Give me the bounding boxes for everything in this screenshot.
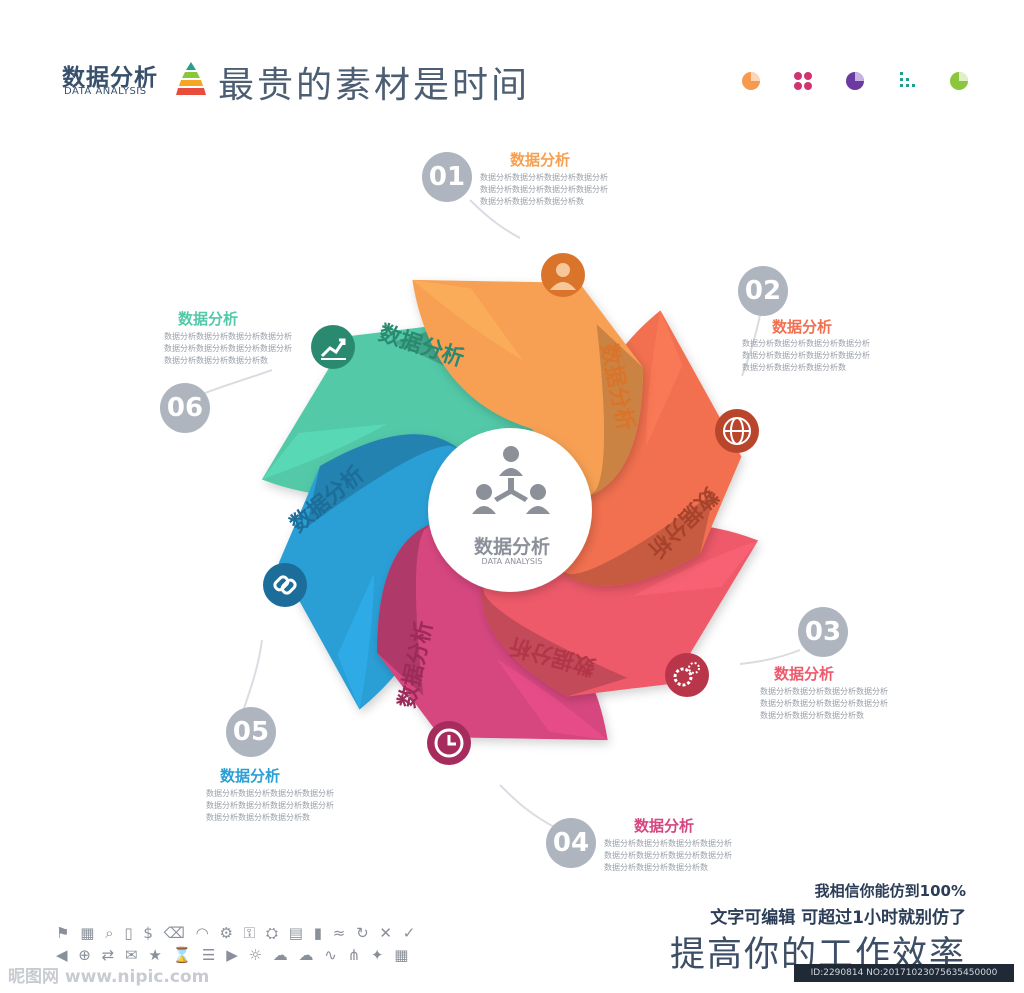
blade-fold-03 (481, 585, 628, 697)
blade-fold-02 (561, 492, 715, 586)
team-icon (472, 446, 550, 514)
watermark-left: 昵图网 www.nipic.com (8, 967, 210, 987)
blade-highlight-04 (496, 659, 608, 741)
pyramid-icon (176, 62, 206, 95)
decorative-icon-row-1: ⚑ ▦ ⌕ ▯ $ ⌫ ◠ ⚙ ⚿ ⛭ ▤ ▮ ≈ ↻ ✕ ✓ (56, 924, 419, 942)
step-text-04: 数据分析数据分析数据分析数据分析数据分析数据分析数据分析数据分析数据分析数据分析… (604, 839, 732, 872)
blade-fold-01 (588, 324, 643, 497)
globe-icon (715, 409, 759, 453)
blade-fold-04 (377, 523, 432, 696)
step-text-01: 数据分析数据分析数据分析数据分析数据分析数据分析数据分析数据分析数据分析数据分析… (480, 173, 608, 206)
step-number-03: 03 (798, 607, 848, 657)
step-title-01: 数据分析 (510, 151, 571, 169)
step-text-03: 数据分析数据分析数据分析数据分析数据分析数据分析数据分析数据分析数据分析数据分析… (760, 687, 888, 720)
step-number-01: 01 (422, 152, 472, 202)
headline: 最贵的素材是时间 (218, 65, 531, 106)
dots-magenta-icon (794, 72, 812, 90)
step-title-06: 数据分析 (178, 310, 239, 328)
blade-fold-05 (305, 434, 459, 528)
blade-highlight-06 (261, 423, 388, 480)
watermark-right: ID:2290814 NO:20171023075635450000 (794, 964, 1014, 982)
brand-title: 数据分析 (62, 65, 158, 91)
center-title: 数据分析 (473, 536, 550, 558)
center-hub (428, 428, 592, 592)
pie-orange-icon (742, 72, 760, 90)
blade-fold-06 (392, 323, 539, 435)
gears-icon (665, 653, 709, 697)
brand-subtitle: DATA ANALYSIS (64, 86, 147, 97)
clock-icon (427, 721, 471, 765)
blade-highlight-05 (337, 573, 375, 710)
chart-type-icons (742, 72, 968, 90)
footer-line-2: 文字可编辑 可超过1小时就别仿了 (710, 908, 966, 928)
step-number-02: 02 (738, 266, 788, 316)
blade-04 (377, 523, 608, 741)
step-text-02: 数据分析数据分析数据分析数据分析数据分析数据分析数据分析数据分析数据分析数据分析… (742, 339, 870, 372)
step-number-06: 06 (160, 383, 210, 433)
chart-icon (311, 325, 355, 369)
step-title-03: 数据分析 (774, 665, 835, 683)
step-text-06: 数据分析数据分析数据分析数据分析数据分析数据分析数据分析数据分析数据分析数据分析… (164, 332, 292, 365)
step-title-05: 数据分析 (220, 767, 281, 785)
step-title-04: 数据分析 (634, 817, 695, 835)
blade-highlight-02 (645, 310, 683, 447)
step-number-05: 05 (226, 707, 276, 757)
blade-01 (412, 279, 643, 497)
pie-violet-icon (846, 72, 864, 90)
center-subtitle: DATA ANALYSIS (481, 557, 543, 566)
blade-highlight-01 (412, 279, 524, 361)
user-icon (541, 253, 585, 297)
step-number-04: 04 (546, 818, 596, 868)
pie-green-icon (950, 72, 968, 90)
scatter-teal-icon (900, 72, 915, 87)
step-text-05: 数据分析数据分析数据分析数据分析数据分析数据分析数据分析数据分析数据分析数据分析… (206, 789, 334, 822)
decorative-icon-row-2: ◀ ⊕ ⇄ ✉ ★ ⌛ ☰ ▶ ☼ ☁ ☁ ∿ ⋔ ✦ ▦ (56, 946, 412, 964)
link-icon (263, 563, 307, 607)
footer-line-1: 我相信你能仿到100% (814, 882, 966, 900)
blade-highlight-03 (632, 540, 759, 597)
step-title-02: 数据分析 (772, 318, 833, 336)
